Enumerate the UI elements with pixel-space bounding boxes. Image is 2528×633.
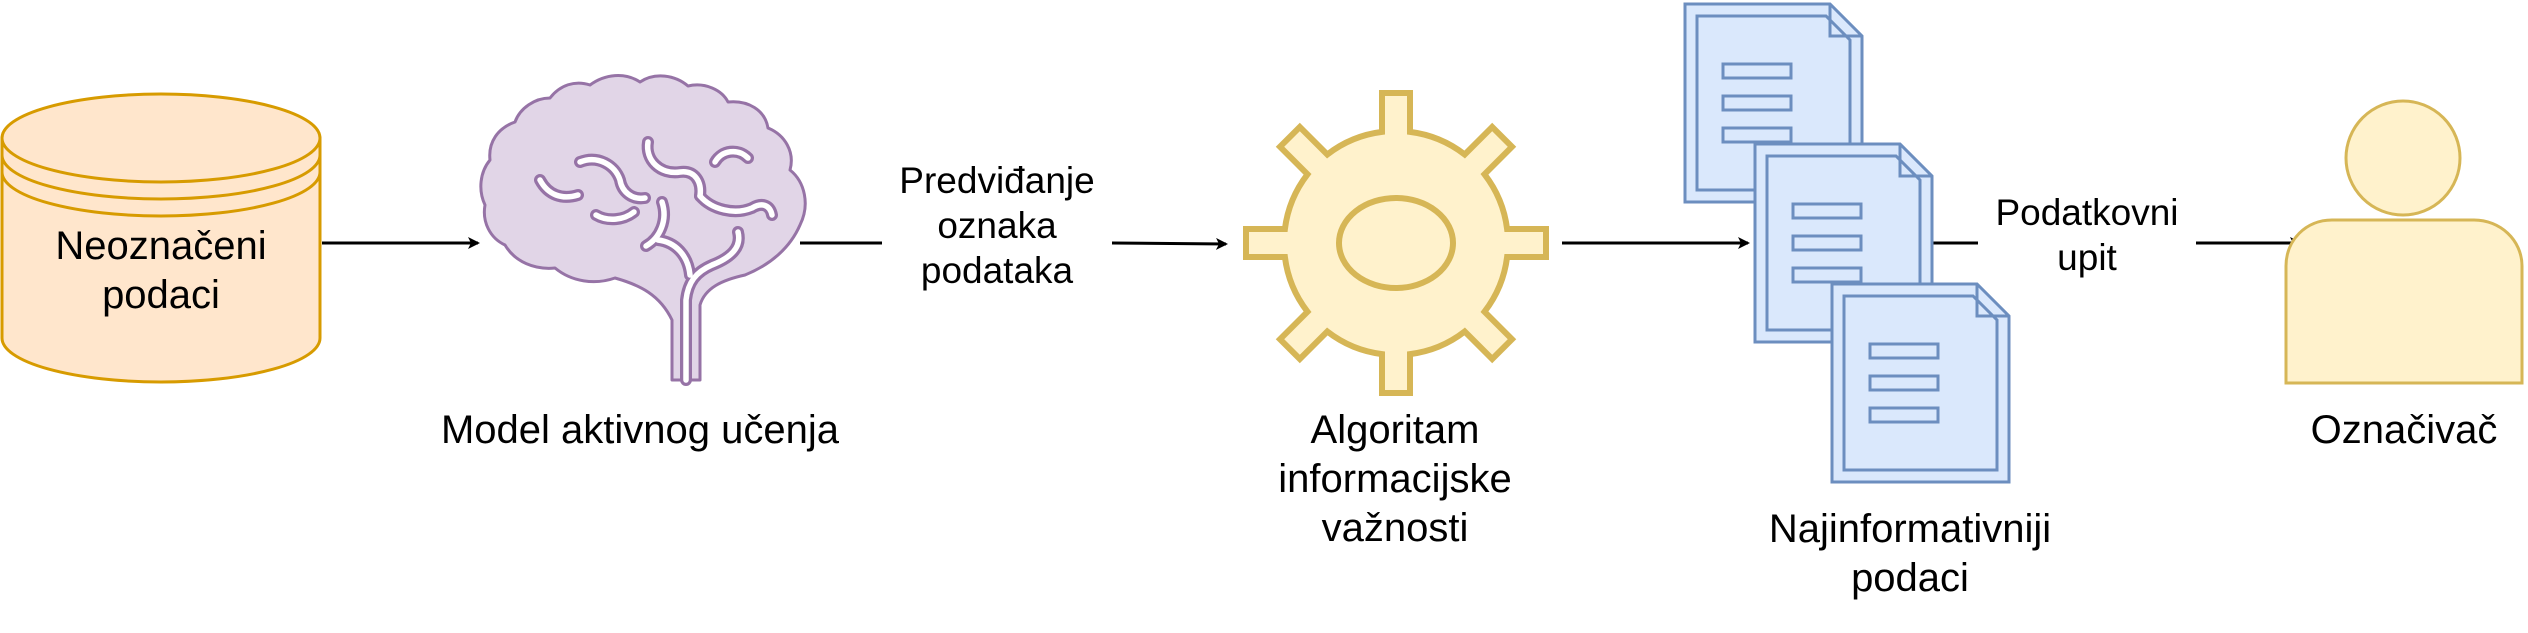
predictions-edge-label-line-1: Predviđanje [899,160,1095,201]
predictions-edge-label-line-3: podataka [920,250,1074,292]
query-edge-label-line-2: upit [2057,237,2117,279]
annotator-label-line-1: Označivač [2310,408,2498,452]
database-label-line-1: Neoznačeni [55,224,267,268]
database-label: Neoznačeni podaci [2,222,320,320]
algorithm-label: Algoritam informacijske važnosti [1210,406,1580,552]
query-edge-label: Podatkovni upit [1962,190,2212,280]
algorithm-label-line-1: Algoritam [1310,408,1480,452]
documents-icon [1683,2,2011,484]
brain-icon [479,74,807,386]
algorithm-label-line-3: važnosti [1321,505,1469,550]
documents-label-line-1: Najinformativniji [1768,507,2052,551]
predictions-edge-label-line-2: oznaka [937,205,1057,247]
gear-icon [1243,90,1549,396]
model-label: Model aktivnog učenja [380,406,900,455]
database-icon [0,92,322,384]
algorithm-label-line-2: informacijske [1278,456,1512,501]
database-label-line-2: podaci [102,272,220,317]
person-icon [2284,99,2524,385]
arrow-label-to-algorithm [1111,237,1228,250]
predictions-edge-label: Predviđanje oznaka podataka [862,158,1132,293]
gear-hole [1336,195,1456,291]
model-label-line-1: Model aktivnog učenja [440,408,840,452]
annotator-label: Označivač [2266,406,2528,455]
document-3 [1830,282,2011,484]
documents-label: Najinformativniji podaci [1700,505,2120,603]
connector-lines [322,237,2302,250]
documents-label-line-2: podaci [1851,555,1969,600]
query-edge-label-line-1: Podatkovni [1995,192,2179,233]
